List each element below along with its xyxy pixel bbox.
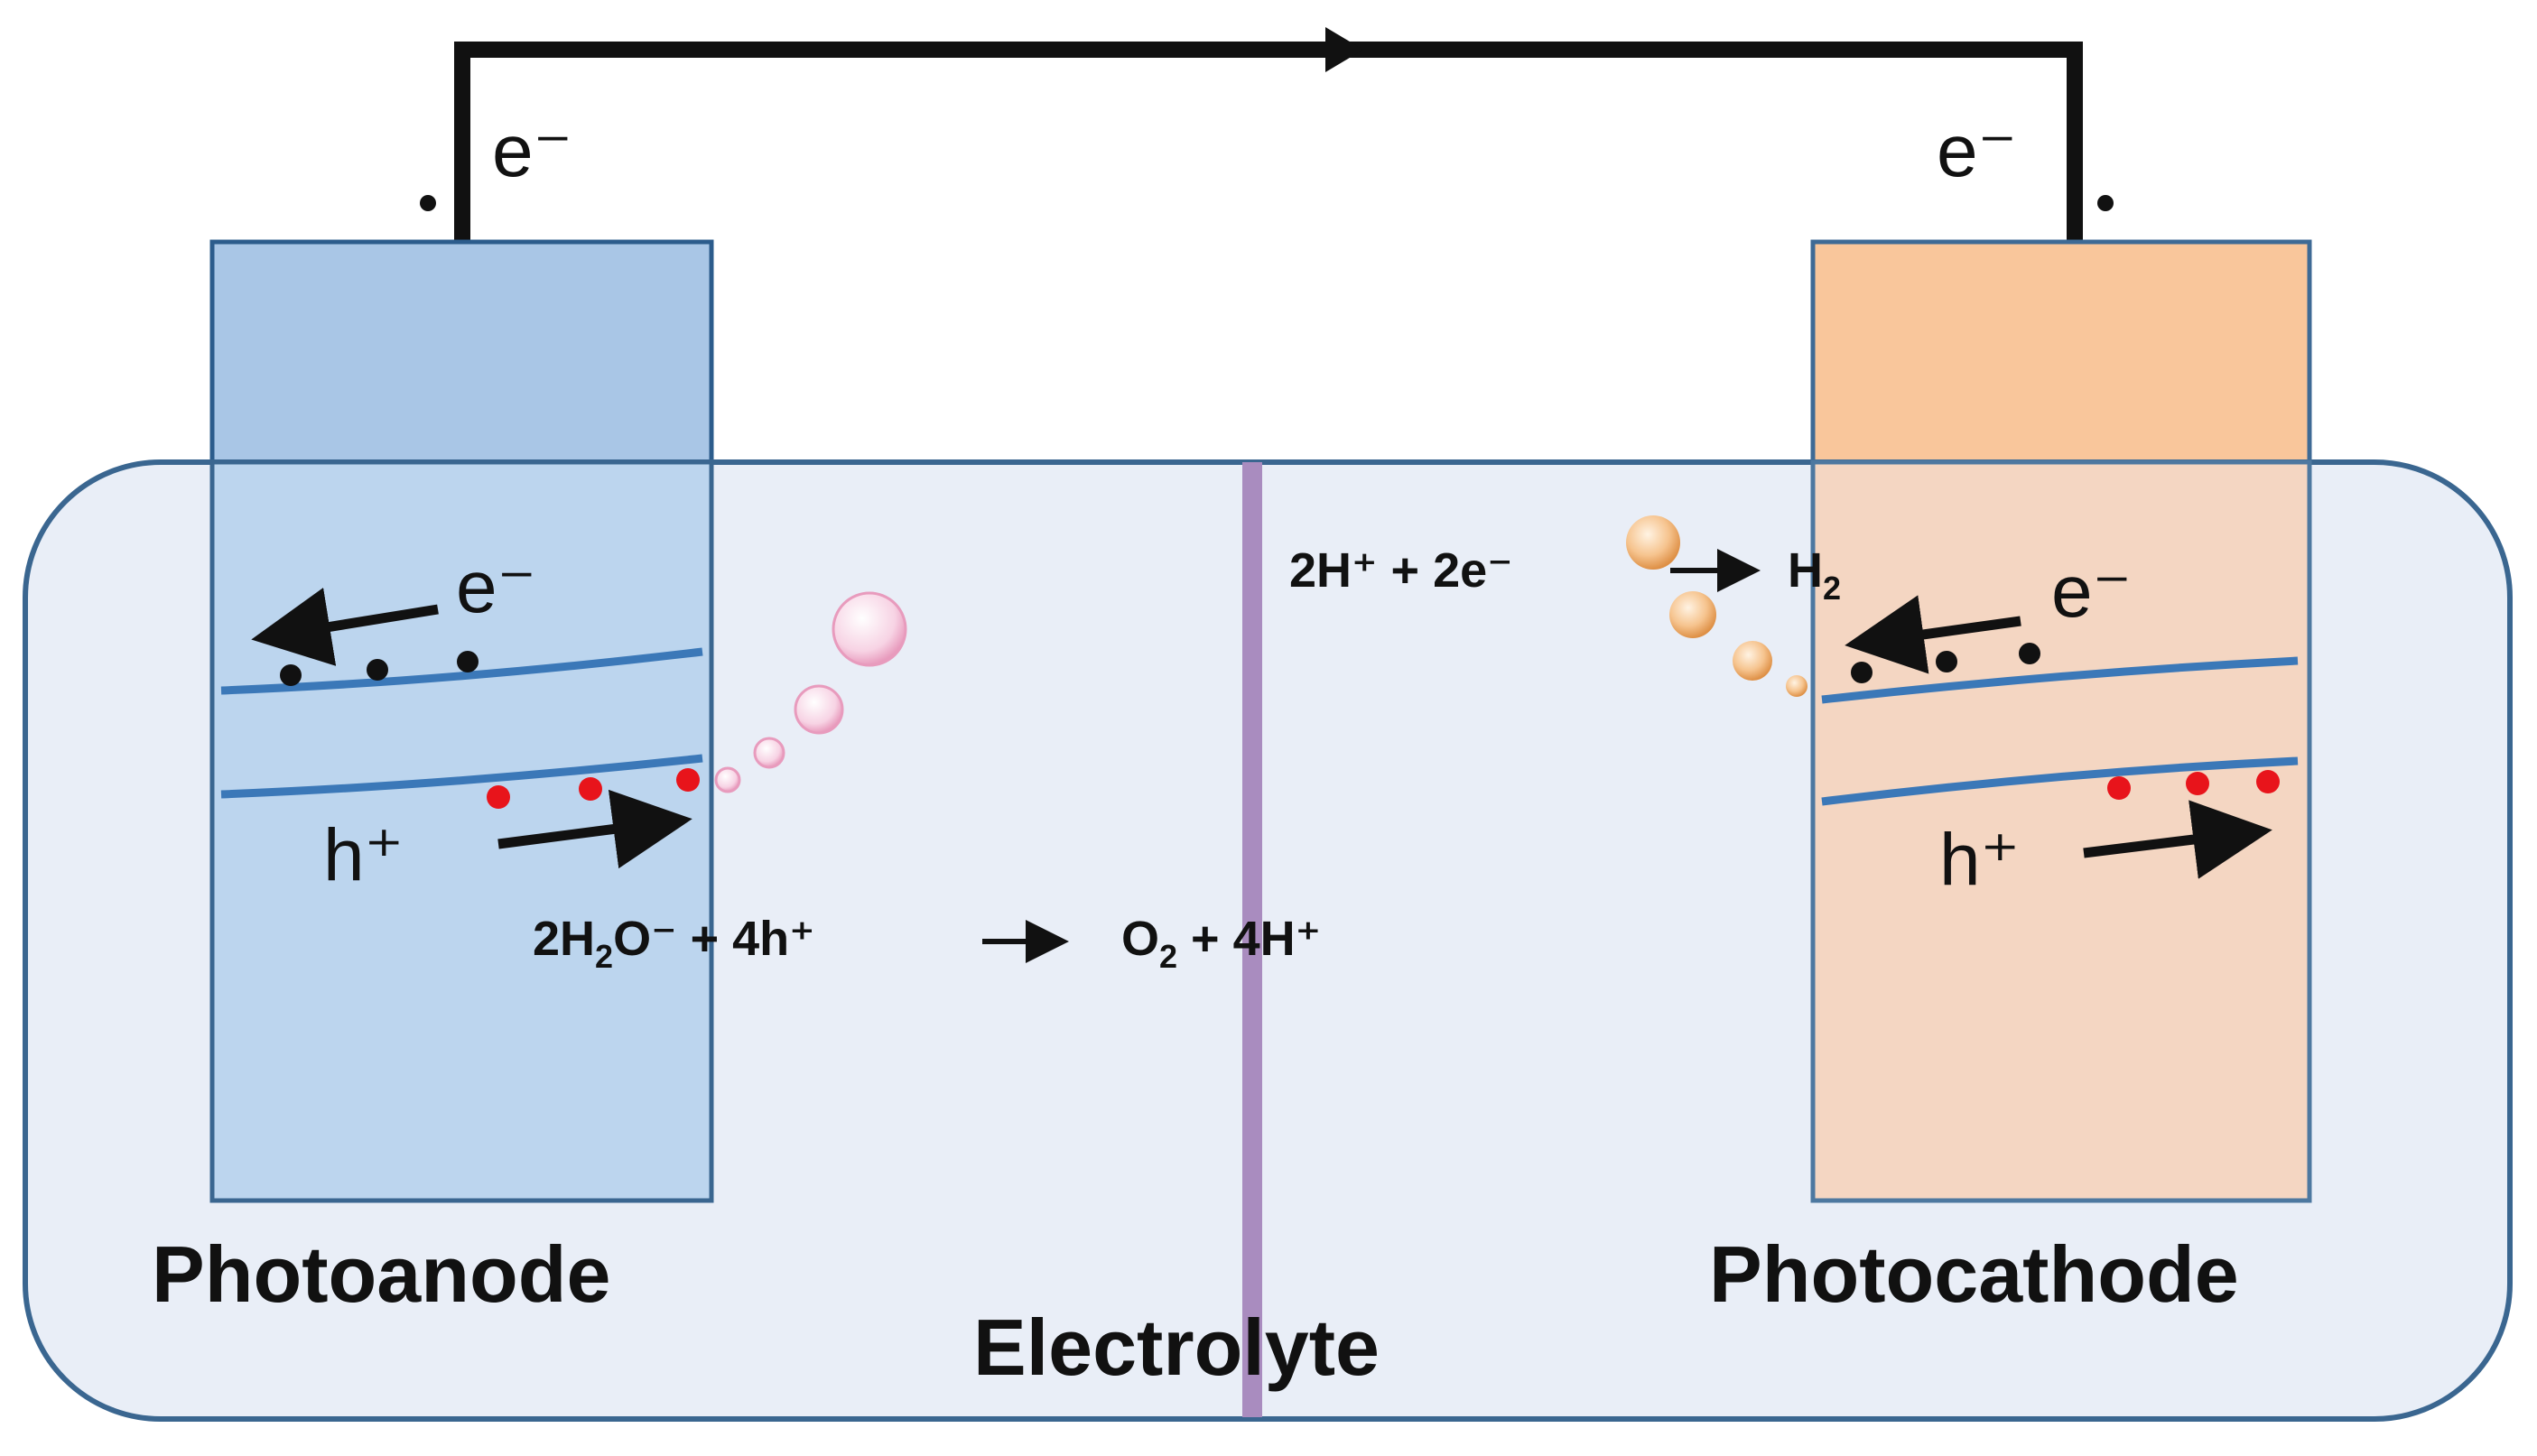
circuit-electron-left: e⁻ bbox=[492, 110, 572, 192]
photoanode-electron-label: e⁻ bbox=[456, 546, 536, 628]
electrolyte-label: Electrolyte bbox=[973, 1303, 1380, 1392]
h2-bubble bbox=[1786, 675, 1807, 697]
oxidation-lhs: 2H2O⁻ + 4h⁺ bbox=[533, 912, 815, 975]
circuit-electron-right: e⁻ bbox=[1937, 110, 2017, 192]
photocathode-hole bbox=[2107, 776, 2131, 800]
photoanode-electron-arrow-icon bbox=[251, 588, 439, 666]
left-terminal-dot bbox=[420, 195, 436, 211]
photoanode-hole-arrow-icon bbox=[497, 789, 692, 869]
photocathode-conduction-band bbox=[1821, 656, 2299, 704]
photocathode-label: Photocathode bbox=[1709, 1229, 2239, 1319]
hydrogen-bubbles bbox=[1626, 515, 1807, 697]
reduction-lhs: 2H⁺ + 2e⁻ bbox=[1289, 543, 1513, 598]
o2-bubble bbox=[832, 591, 907, 667]
photoanode-electron bbox=[280, 664, 302, 686]
photoanode-electron bbox=[457, 651, 479, 672]
h2-bubble bbox=[1626, 515, 1680, 570]
external-circuit: e⁻ e⁻ bbox=[420, 27, 2114, 242]
oxygen-bubbles bbox=[714, 591, 907, 793]
photoanode-hole bbox=[487, 785, 510, 809]
photoanode-hole bbox=[676, 768, 700, 792]
h2-bubble bbox=[1669, 591, 1716, 638]
photocathode-valence-band bbox=[1821, 756, 2299, 806]
photocathode-electron bbox=[1851, 662, 1873, 683]
photocathode-electron-arrow-icon bbox=[1845, 595, 2021, 674]
photocathode-electron-label: e⁻ bbox=[2051, 551, 2132, 633]
photocathode-hole-arrow-icon bbox=[2083, 800, 2272, 879]
photoanode-hole-label: h⁺ bbox=[323, 814, 404, 896]
photoanode-top bbox=[209, 239, 714, 468]
photocathode-top bbox=[1810, 239, 2312, 468]
photoanode-conduction-band bbox=[220, 647, 703, 695]
right-terminal-dot bbox=[2097, 195, 2114, 211]
photocathode-hole bbox=[2186, 772, 2209, 795]
circuit-current-arrow-icon bbox=[1325, 27, 1363, 72]
photoanode-hole bbox=[579, 777, 602, 801]
photocathode-hole-label: h⁺ bbox=[1939, 819, 2020, 901]
photocathode-electron bbox=[2019, 643, 2040, 664]
membrane bbox=[1242, 462, 1262, 1417]
photocathode-band-diagram: e⁻ h⁺ bbox=[1821, 551, 2299, 901]
oxidation-rhs: O2 + 4H⁺ bbox=[1121, 912, 1321, 975]
photocathode-hole bbox=[2256, 770, 2280, 793]
circuit-wire bbox=[454, 42, 2083, 242]
photoanode-electron bbox=[367, 659, 388, 681]
oxidation-equation: 2H2O⁻ + 4h⁺ O2 + 4H⁺ bbox=[533, 912, 1321, 975]
o2-bubble bbox=[794, 684, 844, 735]
h2-bubble bbox=[1733, 641, 1772, 681]
photoanode-label: Photoanode bbox=[152, 1229, 610, 1319]
o2-bubble bbox=[753, 737, 785, 769]
photoanode-valence-band bbox=[220, 754, 703, 799]
reduction-rhs: H2 bbox=[1788, 543, 1841, 607]
reduction-equation: 2H⁺ + 2e⁻ H2 bbox=[1289, 543, 1841, 607]
photoanode-band-diagram: e⁻ h⁺ bbox=[220, 546, 703, 896]
photocathode-electron bbox=[1936, 651, 1957, 672]
o2-bubble bbox=[714, 766, 741, 793]
